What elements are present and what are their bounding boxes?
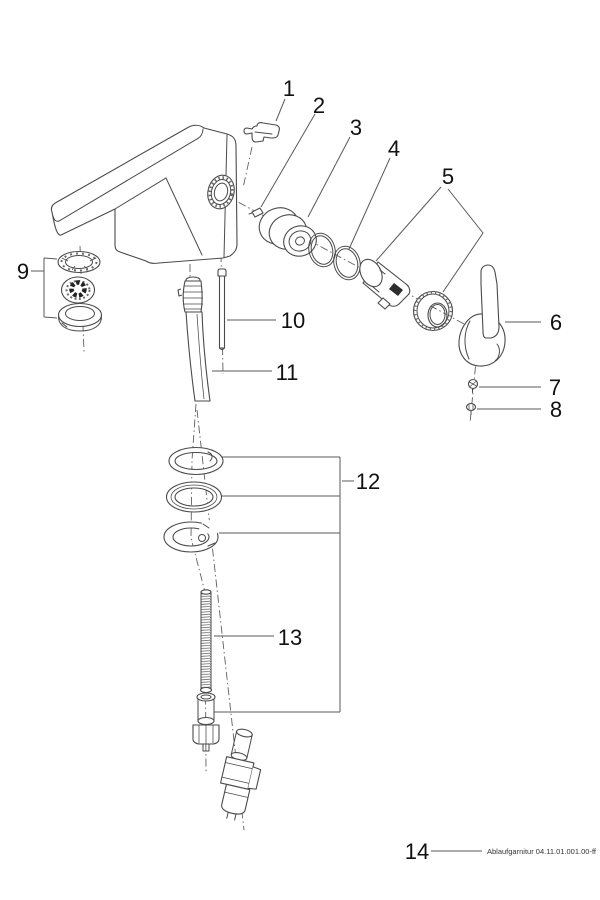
part-aerator-set (31, 250, 103, 332)
part-screw-7 (467, 378, 479, 393)
part-cartridge (359, 258, 411, 310)
part-label-11: 11 (276, 360, 299, 385)
part-label-3: 3 (350, 115, 362, 140)
part-label-6: 6 (550, 310, 562, 335)
part-threaded-rod (199, 589, 213, 694)
lever-blade (480, 264, 500, 339)
part-screw-8 (465, 402, 477, 415)
part-label-12: 12 (356, 469, 380, 494)
faucet-body (50, 124, 238, 264)
part-label-7: 7 (549, 375, 561, 400)
flange-disc (57, 250, 101, 274)
c-clip (163, 517, 221, 553)
part-o-rings (308, 232, 361, 281)
drain-assembly (220, 728, 262, 821)
part-pin (217, 268, 227, 350)
seal-ring-b (165, 481, 223, 513)
part-ring-nut (412, 291, 454, 331)
part-rod-connector (192, 692, 220, 752)
part-lever-handle (458, 264, 506, 367)
spout-thread-hole (207, 174, 235, 210)
part-aerator (258, 207, 317, 257)
part-label-14: 14 (405, 839, 429, 864)
callout-12-bracket (214, 456, 354, 713)
part-label-5: 5 (442, 164, 454, 189)
insert (60, 276, 96, 304)
seal-ring-a (168, 446, 224, 476)
part-seal-set (163, 446, 354, 713)
retainer-ring (57, 302, 103, 332)
part-label-13: 13 (278, 625, 302, 650)
part-label-1: 1 (283, 76, 295, 101)
part-label-8: 8 (550, 397, 562, 422)
part-clip (243, 122, 280, 143)
part-label-9: 9 (17, 259, 29, 284)
footer-part-reference: Ablaufgarnitur 04.11.01.001.00-ff (487, 847, 597, 856)
callout-9-bracket (31, 257, 58, 319)
leader-lines (212, 98, 541, 852)
callout-labels: 1 2 3 4 5 6 7 8 9 10 11 12 13 14 (17, 76, 562, 864)
part-hose (177, 276, 211, 402)
part-grub-screw (248, 207, 264, 218)
part-label-10: 10 (281, 308, 305, 333)
part-label-4: 4 (388, 136, 400, 161)
part-label-2: 2 (313, 93, 325, 118)
